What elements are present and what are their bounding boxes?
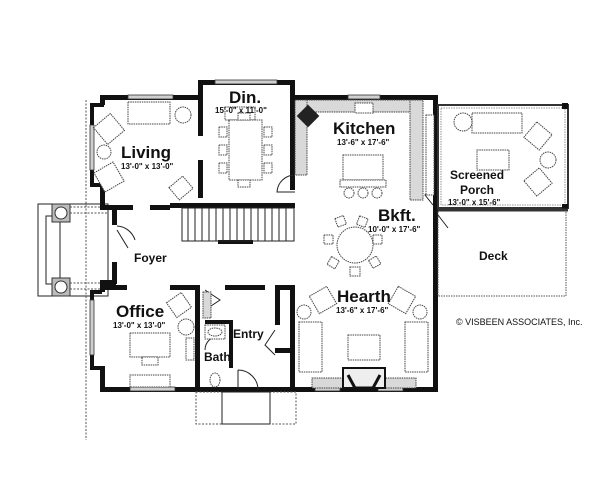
- copyright-notice: © VISBEEN ASSOCIATES, Inc.: [456, 317, 583, 327]
- office-furniture: [129, 291, 195, 388]
- kitchen-fixtures: [294, 99, 435, 201]
- room-dining-label: Din.: [229, 88, 262, 107]
- stairs: [181, 207, 295, 242]
- hearth-furniture: [296, 285, 429, 390]
- room-entry-label: Entry: [233, 327, 264, 341]
- room-living-label: Living: [121, 143, 172, 162]
- deck: [437, 208, 568, 297]
- room-bath-label: Bath: [204, 350, 231, 364]
- room-screened-porch-label-line1: Screened: [450, 168, 505, 182]
- room-living-dimensions: 13'-0" x 13'-0": [121, 162, 174, 171]
- interior-walls: [105, 100, 295, 390]
- room-breakfast-dimensions: 10'-0" x 17'-6": [368, 225, 421, 234]
- rear-steps: [195, 391, 297, 425]
- room-office-dimensions: 13'-0" x 13'-0": [113, 321, 166, 330]
- bath-fixtures: [202, 291, 226, 388]
- screened-porch: [437, 103, 569, 210]
- dining-furniture: [218, 106, 273, 188]
- living-furniture: [92, 101, 194, 201]
- room-kitchen-label: Kitchen: [333, 119, 396, 138]
- room-dining-dimensions: 15'-0" x 11'-0": [215, 106, 267, 115]
- room-screened-porch-label-line2: Porch: [460, 183, 495, 197]
- room-deck-label: Deck: [479, 249, 508, 263]
- room-kitchen-dimensions: 13'-6" x 17'-6": [337, 138, 390, 147]
- room-breakfast-label: Bkft.: [378, 206, 416, 225]
- room-office-label: Office: [116, 302, 165, 321]
- room-hearth-dimensions: 13'-6" x 17'-6": [336, 306, 389, 315]
- breakfast-furniture: [323, 214, 383, 277]
- room-hearth-label: Hearth: [337, 287, 391, 306]
- room-screened-porch-dimensions: 13'-0" x 15'-6": [448, 198, 501, 207]
- windows: [89, 79, 404, 392]
- front-porch: [37, 100, 109, 440]
- room-foyer-label: Foyer: [134, 251, 167, 265]
